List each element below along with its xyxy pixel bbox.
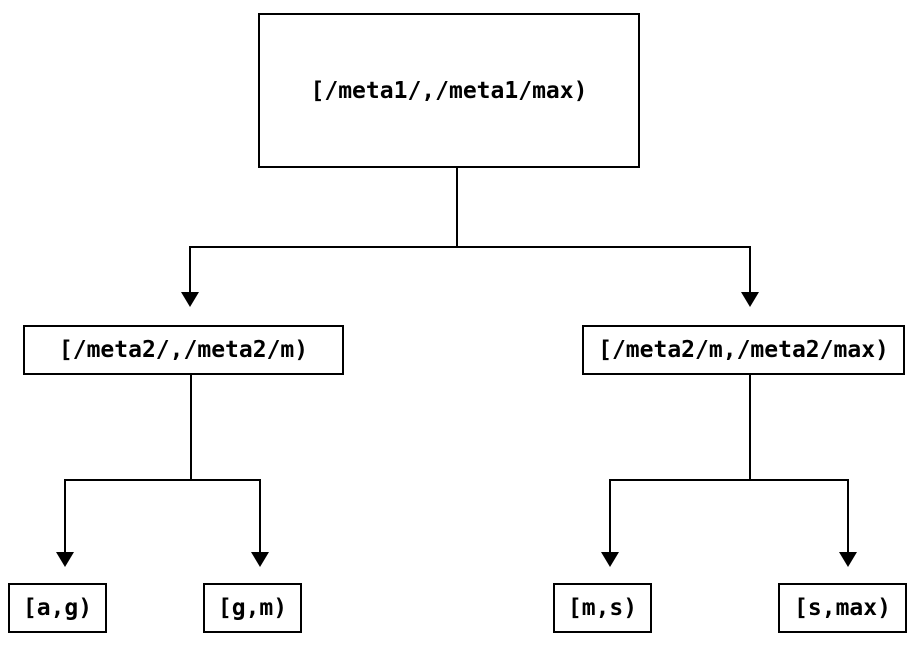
node-leaf-gm: [g,m) (203, 583, 302, 633)
node-leaf-smax-label: [s,max) (794, 595, 891, 621)
arrowhead-to-leaf-gm (251, 552, 269, 567)
node-leaf-smax: [s,max) (778, 583, 907, 633)
arrowhead-to-meta2-left (181, 292, 199, 307)
edge-meta2-left-branch (64, 479, 261, 552)
arrowhead-to-leaf-ms (601, 552, 619, 567)
node-meta2-right: [/meta2/m,/meta2/max) (582, 325, 905, 375)
arrowhead-to-meta2-right (741, 292, 759, 307)
node-meta2-left: [/meta2/,/meta2/m) (23, 325, 344, 375)
node-leaf-ms: [m,s) (553, 583, 652, 633)
node-leaf-ag-label: [a,g) (22, 595, 93, 621)
node-root: [/meta1/,/meta1/max) (258, 13, 640, 168)
node-leaf-ag: [a,g) (8, 583, 107, 633)
arrowhead-to-leaf-ag (56, 552, 74, 567)
node-root-label: [/meta1/,/meta1/max) (310, 77, 588, 104)
arrowhead-to-leaf-smax (839, 552, 857, 567)
edge-root-branch (189, 246, 751, 292)
node-meta2-left-label: [/meta2/,/meta2/m) (58, 337, 309, 363)
node-meta2-right-label: [/meta2/m,/meta2/max) (598, 337, 889, 363)
edge-meta2-right-branch (609, 479, 849, 552)
node-leaf-ms-label: [m,s) (567, 595, 638, 621)
node-leaf-gm-label: [g,m) (217, 595, 288, 621)
